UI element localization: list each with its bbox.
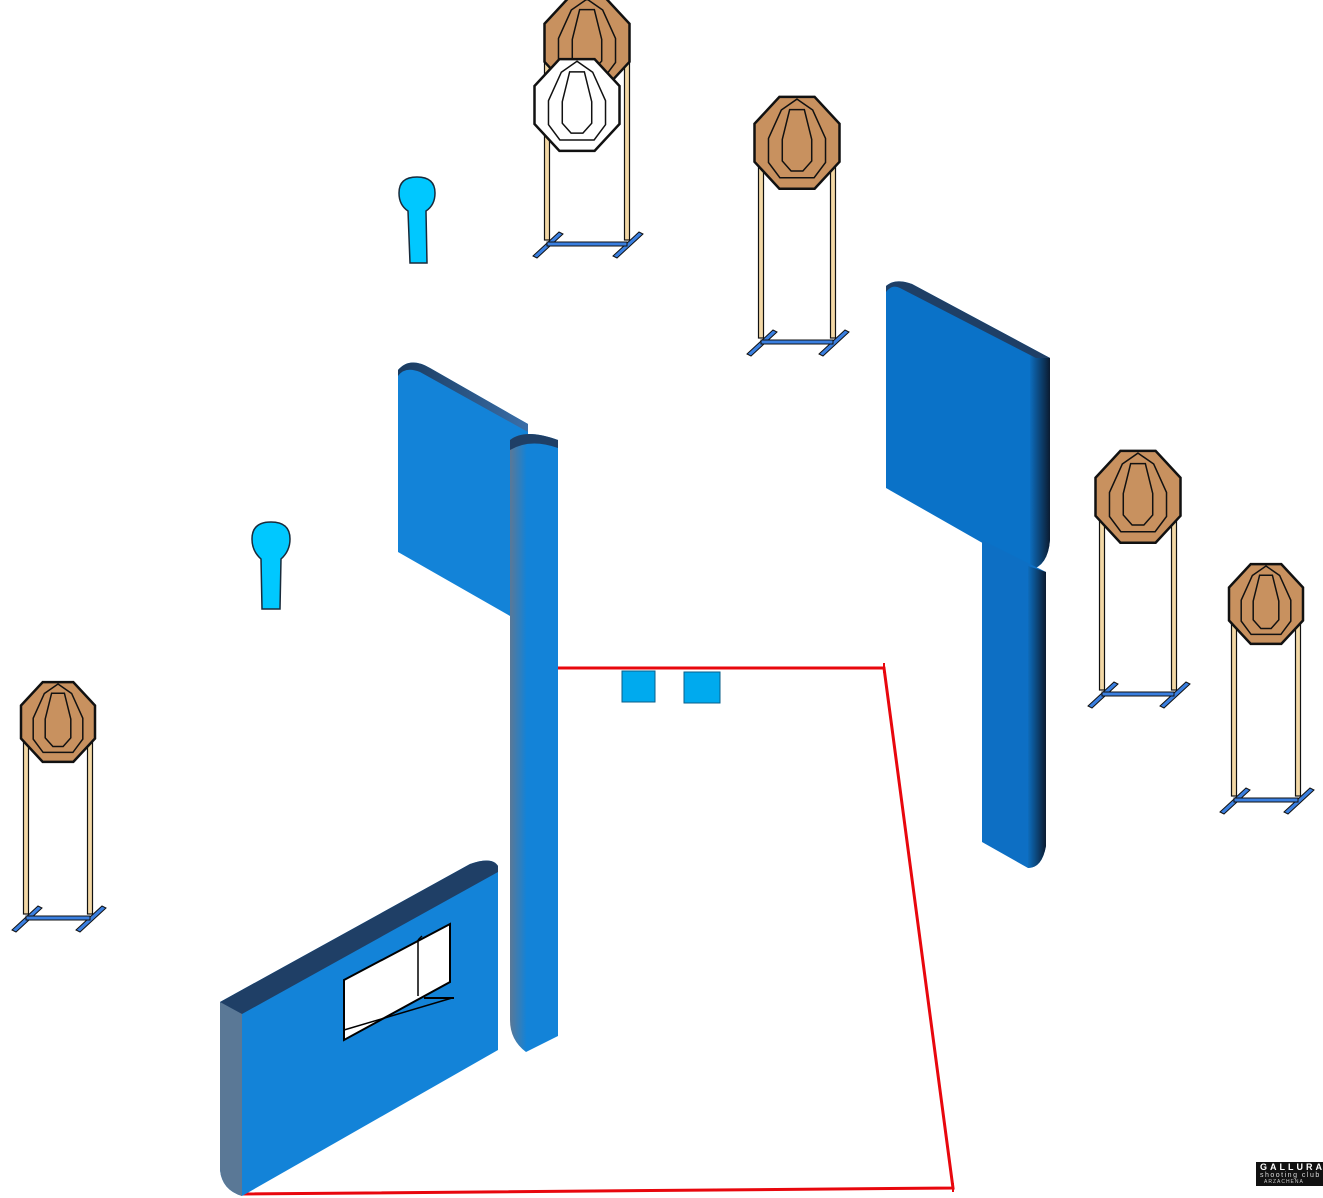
wall-icon xyxy=(886,281,1050,570)
fault-lines xyxy=(241,663,955,1196)
logo-city: ARZACHENA xyxy=(1264,1179,1304,1185)
paper-target-icon xyxy=(19,680,97,764)
paper-target-icon xyxy=(753,95,841,190)
logo-mark xyxy=(1256,1186,1323,1198)
logo-title: GALLURA xyxy=(1260,1162,1323,1172)
start-position-icon xyxy=(621,670,656,703)
popper-target-icon xyxy=(251,521,291,610)
club-logo: GALLURA shooting club ARZACHENA xyxy=(1256,1162,1323,1198)
target-stand xyxy=(746,151,850,357)
wall-icon xyxy=(982,540,1046,868)
paper-target-icon xyxy=(1227,562,1305,646)
popper-target-icon xyxy=(398,176,436,264)
target-stand xyxy=(1219,611,1315,815)
target-stand xyxy=(1087,505,1191,709)
no-shoot-target-icon xyxy=(533,57,621,153)
fault-line xyxy=(241,666,955,1196)
window-port-icon xyxy=(343,922,454,1042)
paper-target-icon xyxy=(1094,449,1182,544)
start-position-icon xyxy=(683,671,721,704)
logo-subtitle: shooting club xyxy=(1260,1172,1321,1179)
wall-icon xyxy=(398,362,528,616)
wall-icon xyxy=(510,434,558,1052)
